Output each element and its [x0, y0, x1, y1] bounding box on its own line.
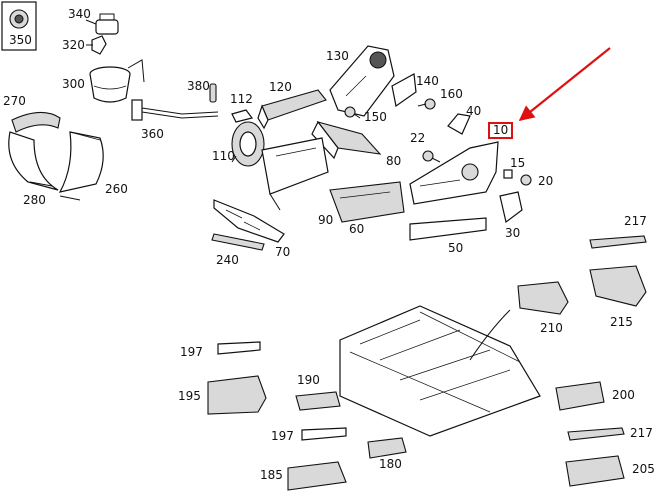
label-110: 110	[212, 149, 235, 163]
part-40-handle[interactable]	[447, 113, 471, 135]
label-90: 90	[318, 213, 334, 227]
label-30: 30	[505, 226, 521, 240]
part-60-trim[interactable]	[329, 181, 405, 223]
part-90-tray[interactable]	[261, 137, 329, 211]
label-260: 260	[105, 182, 128, 196]
part-112-clip[interactable]	[231, 109, 254, 123]
part-217-rail-top[interactable]	[589, 235, 647, 249]
label-320: 320	[62, 38, 85, 52]
label-150: 150	[364, 110, 387, 124]
part-30-cap[interactable]	[499, 191, 523, 224]
part-200-housing[interactable]	[555, 381, 605, 411]
label-197-a: 197	[180, 345, 203, 359]
label-200: 200	[612, 388, 635, 402]
callout-highlighted-part-10[interactable]: 10	[488, 122, 514, 139]
part-130-bracket[interactable]	[329, 45, 395, 117]
callout-10-text: 10	[493, 123, 509, 137]
part-10-side-panel[interactable]	[409, 141, 499, 205]
part-140-lever[interactable]	[391, 73, 417, 108]
part-70-mechanism[interactable]	[213, 199, 285, 243]
part-22-screw[interactable]	[422, 150, 441, 163]
label-217-bottom: 217	[630, 426, 653, 440]
label-360: 360	[141, 127, 164, 141]
label-380: 380	[187, 79, 210, 93]
label-22: 22	[410, 131, 426, 145]
part-320-bracket[interactable]	[86, 35, 107, 55]
label-210: 210	[540, 321, 563, 335]
label-217-top: 217	[624, 214, 647, 228]
part-197-clip-a[interactable]	[217, 341, 261, 355]
label-60: 60	[349, 222, 365, 236]
part-340-clip[interactable]	[85, 13, 119, 35]
part-197-clip-b[interactable]	[301, 427, 347, 441]
part-240-rail[interactable]	[211, 233, 265, 251]
label-300: 300	[62, 77, 85, 91]
highlight-arrow	[518, 47, 611, 121]
part-280-screws[interactable]	[29, 181, 81, 201]
label-140: 140	[416, 74, 439, 88]
part-seat-frame[interactable]	[339, 305, 541, 437]
part-350-fastener[interactable]	[1, 1, 37, 51]
label-185: 185	[260, 468, 283, 482]
label-197-b: 197	[271, 429, 294, 443]
part-50-strip[interactable]	[409, 217, 487, 241]
part-190-block[interactable]	[295, 391, 341, 411]
label-340: 340	[68, 7, 91, 21]
part-20-screw[interactable]	[520, 174, 532, 186]
part-120-panel[interactable]	[257, 89, 327, 130]
part-205-housing[interactable]	[565, 455, 625, 487]
part-260-trim[interactable]	[58, 131, 104, 193]
label-205: 205	[632, 462, 655, 476]
label-240: 240	[216, 253, 239, 267]
label-15: 15	[510, 156, 526, 170]
label-215: 215	[610, 315, 633, 329]
part-160-screw[interactable]	[417, 98, 436, 110]
label-80: 80	[386, 154, 402, 168]
label-195: 195	[178, 389, 201, 403]
part-80-cover[interactable]	[311, 120, 382, 160]
part-150-screw[interactable]	[344, 106, 361, 119]
label-270: 270	[3, 94, 26, 108]
label-70: 70	[275, 245, 291, 259]
part-110-housing[interactable]	[231, 121, 265, 167]
label-50: 50	[448, 241, 464, 255]
part-185-housing[interactable]	[287, 461, 347, 491]
part-180-block[interactable]	[367, 437, 407, 459]
part-210-housing[interactable]	[517, 281, 569, 315]
label-180: 180	[379, 457, 402, 471]
part-15-clip[interactable]	[503, 169, 513, 179]
part-380-pin[interactable]	[209, 83, 217, 103]
label-280: 280	[23, 193, 46, 207]
label-350: 350	[9, 33, 32, 47]
label-160: 160	[440, 87, 463, 101]
part-217-rail-bottom[interactable]	[567, 427, 625, 441]
part-300-cup-holder[interactable]	[89, 59, 145, 103]
label-130: 130	[326, 49, 349, 63]
label-112: 112	[230, 92, 253, 106]
part-215-housing[interactable]	[589, 265, 647, 307]
part-270-cover[interactable]	[8, 111, 61, 191]
label-120: 120	[269, 80, 292, 94]
label-190: 190	[297, 373, 320, 387]
label-20: 20	[538, 174, 554, 188]
label-40: 40	[466, 104, 482, 118]
part-195-housing[interactable]	[207, 375, 267, 415]
part-360-rod[interactable]	[131, 99, 219, 121]
